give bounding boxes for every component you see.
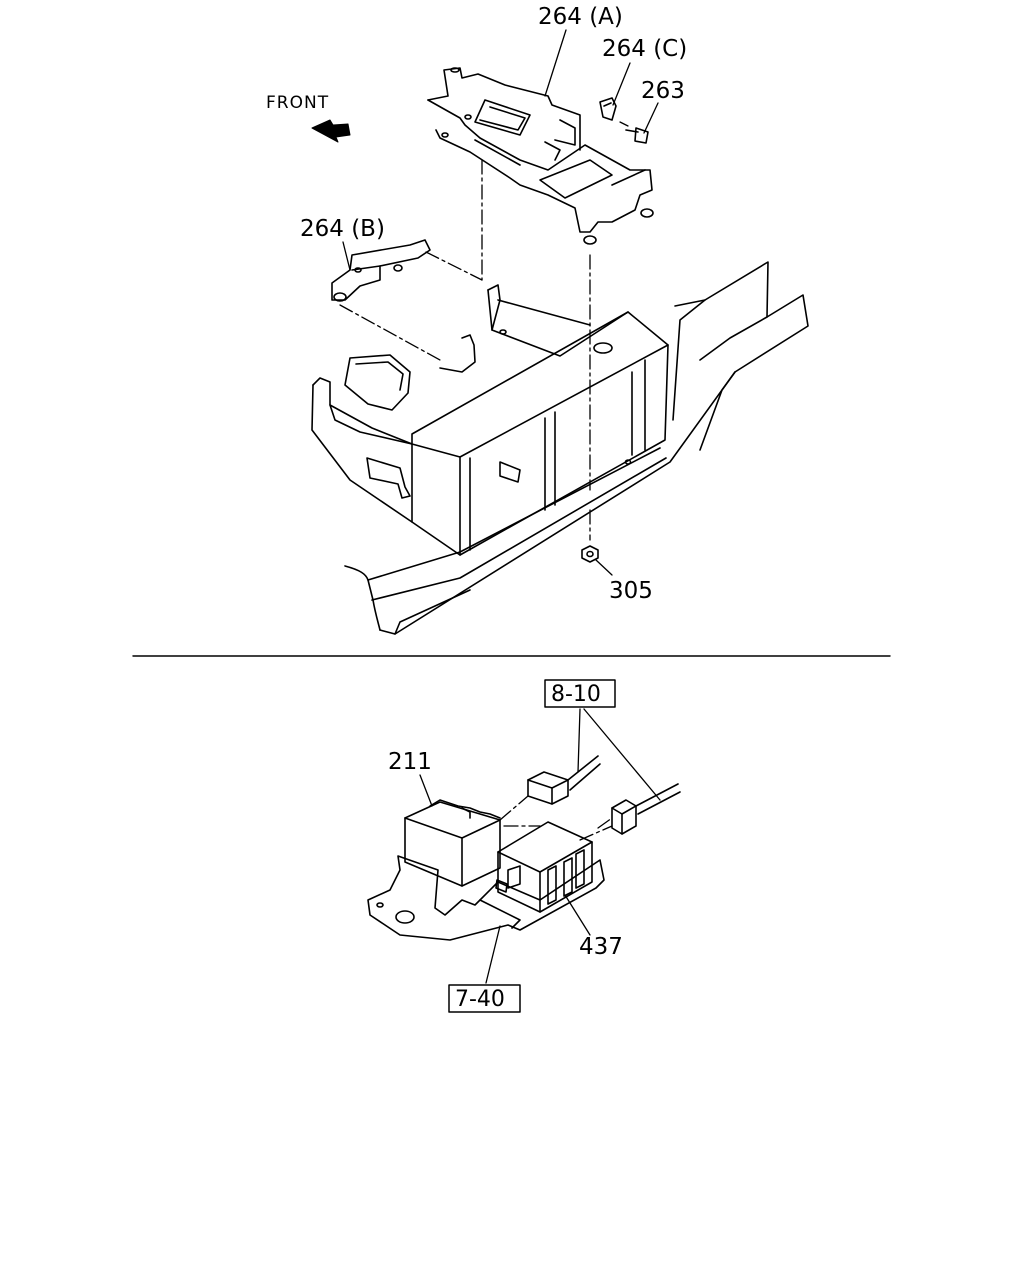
lower-leader-lines: [419, 708, 661, 984]
callout-264a: 264 (A): [538, 4, 623, 30]
callout-305: 305: [609, 578, 653, 604]
bracket-264b: [331, 239, 431, 302]
callout-437: 437: [579, 934, 623, 960]
clip-264c: [599, 97, 617, 121]
reference-7-40: 7-40: [455, 987, 505, 1012]
assembly-lines: [339, 121, 629, 541]
nut-305: [581, 545, 599, 563]
reference-8-10: 8-10: [551, 682, 601, 707]
reference-box-7-40: [448, 984, 521, 1013]
bracket-264a: [427, 67, 654, 245]
front-direction-label: FRONT: [266, 93, 329, 113]
callout-263: 263: [641, 78, 685, 104]
relay-437: [495, 821, 593, 913]
leader-lines: [342, 29, 659, 576]
lower-exploded-view: 8-10 7-40: [367, 679, 681, 1013]
bolt-263: [625, 127, 649, 144]
mounting-plate: [367, 855, 605, 941]
lower-assembly-lines: [499, 795, 613, 841]
callout-211: 211: [388, 749, 432, 775]
arrow-front-icon: [311, 119, 351, 143]
connector-terminals: [527, 755, 681, 835]
relay-211: [404, 799, 501, 887]
callout-264b: 264 (B): [300, 216, 385, 242]
upper-exploded-view: FRONT: [266, 4, 809, 635]
callout-264c: 264 (C): [602, 36, 687, 62]
chassis-frame: [311, 261, 809, 635]
reference-box-8-10: [544, 679, 616, 708]
